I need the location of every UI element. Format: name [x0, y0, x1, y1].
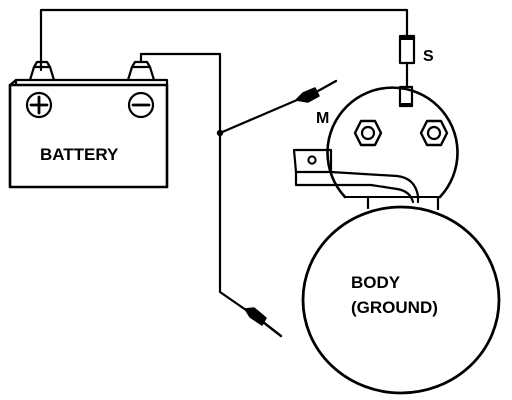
m-terminal-nut	[353, 119, 383, 147]
m-terminal-label: M	[316, 110, 330, 127]
negative-post	[126, 60, 156, 82]
solenoid	[326, 85, 459, 199]
motor-body	[301, 205, 501, 395]
motor-strap	[292, 148, 420, 204]
negative-wire	[139, 52, 222, 135]
battery-label: BATTERY	[40, 145, 119, 164]
s-terminal-label: S	[423, 48, 434, 65]
ground-label: (GROUND)	[351, 298, 438, 317]
b-terminal-nut	[419, 119, 449, 147]
lower-test-lead	[218, 131, 283, 338]
upper-test-lead	[218, 79, 338, 135]
positive-post	[28, 60, 56, 82]
battery	[8, 60, 169, 189]
solenoid-neck	[366, 195, 440, 211]
s-wire-connector	[398, 34, 416, 89]
negative-terminal-symbol	[127, 91, 155, 119]
positive-to-s-wire	[39, 8, 409, 72]
body-label: BODY	[351, 273, 401, 292]
positive-terminal-symbol	[25, 91, 53, 119]
